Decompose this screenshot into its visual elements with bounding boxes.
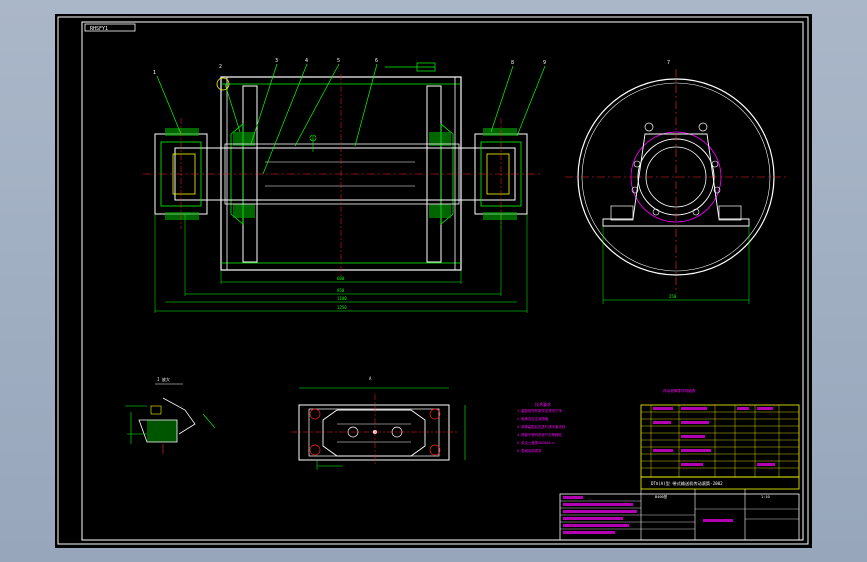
tech-req-line: 6.表面涂防锈漆 [517,448,542,453]
outer-border [57,16,809,545]
drawing-title: DTⅡ(A)型 带式输送机传动滚筒-2002 [651,480,723,487]
dim-housing: 1100 [337,296,347,301]
project-label: B400型 [655,494,668,499]
dim-bearing: 950 [337,288,345,293]
parts-table[interactable]: 传动滚筒零件明细表 [640,388,800,478]
drawing-viewport[interactable]: RHSFY1 [55,14,812,548]
tech-req-heading: 技术要求 [535,401,551,407]
title-block[interactable]: DTⅡ(A)型 带式输送机传动滚筒-2002 B400型 1:10 [559,476,800,541]
callout-6: 6 [375,58,378,64]
tech-req-line: 3.滚筒装配后应进行静平衡试验 [517,424,566,429]
tag-label: RHSFY1 [90,26,108,32]
callout-9: 9 [543,60,546,66]
tech-req-line: 5.未注公差按GB1804-m [517,440,554,445]
dim-total: 1250 [337,305,347,310]
callout-7: 7 [667,60,670,66]
pulley-side-view[interactable]: 600 950 1100 1250 1 2 3 4 5 6 8 9 [143,58,546,313]
tech-requirements: 技术要求 1.装配前所有零件应清洗干净 2.轴承内加注润滑脂 3.滚筒装配后应进… [517,401,566,453]
bearing-seat-view[interactable]: A [291,376,466,470]
callout-5: 5 [337,58,340,64]
dim-drum: 600 [337,276,345,281]
tag-box [84,23,136,32]
tech-req-line: 4.焊缝不得有夹渣气孔等缺陷 [517,432,562,437]
callout-8: 8 [511,60,514,66]
callout-1: 1 [153,70,156,76]
detail-view[interactable]: I 放大 [125,376,216,454]
callout-4: 4 [305,58,308,64]
detail-title: I 放大 [157,376,170,382]
tech-req-line: 1.装配前所有零件应清洗干净 [517,408,562,413]
cad-drawing[interactable]: RHSFY1 [55,14,812,548]
pulley-end-view[interactable]: 250 7 [565,60,787,304]
callout-2: 2 [219,64,222,70]
scale-label: 1:10 [761,495,770,499]
seat-label: A [369,376,372,381]
inner-border [81,21,804,541]
parts-header: 传动滚筒零件明细表 [663,388,696,393]
callout-3: 3 [275,58,278,64]
dim-base: 250 [669,294,677,299]
tech-req-line: 2.轴承内加注润滑脂 [517,416,549,421]
